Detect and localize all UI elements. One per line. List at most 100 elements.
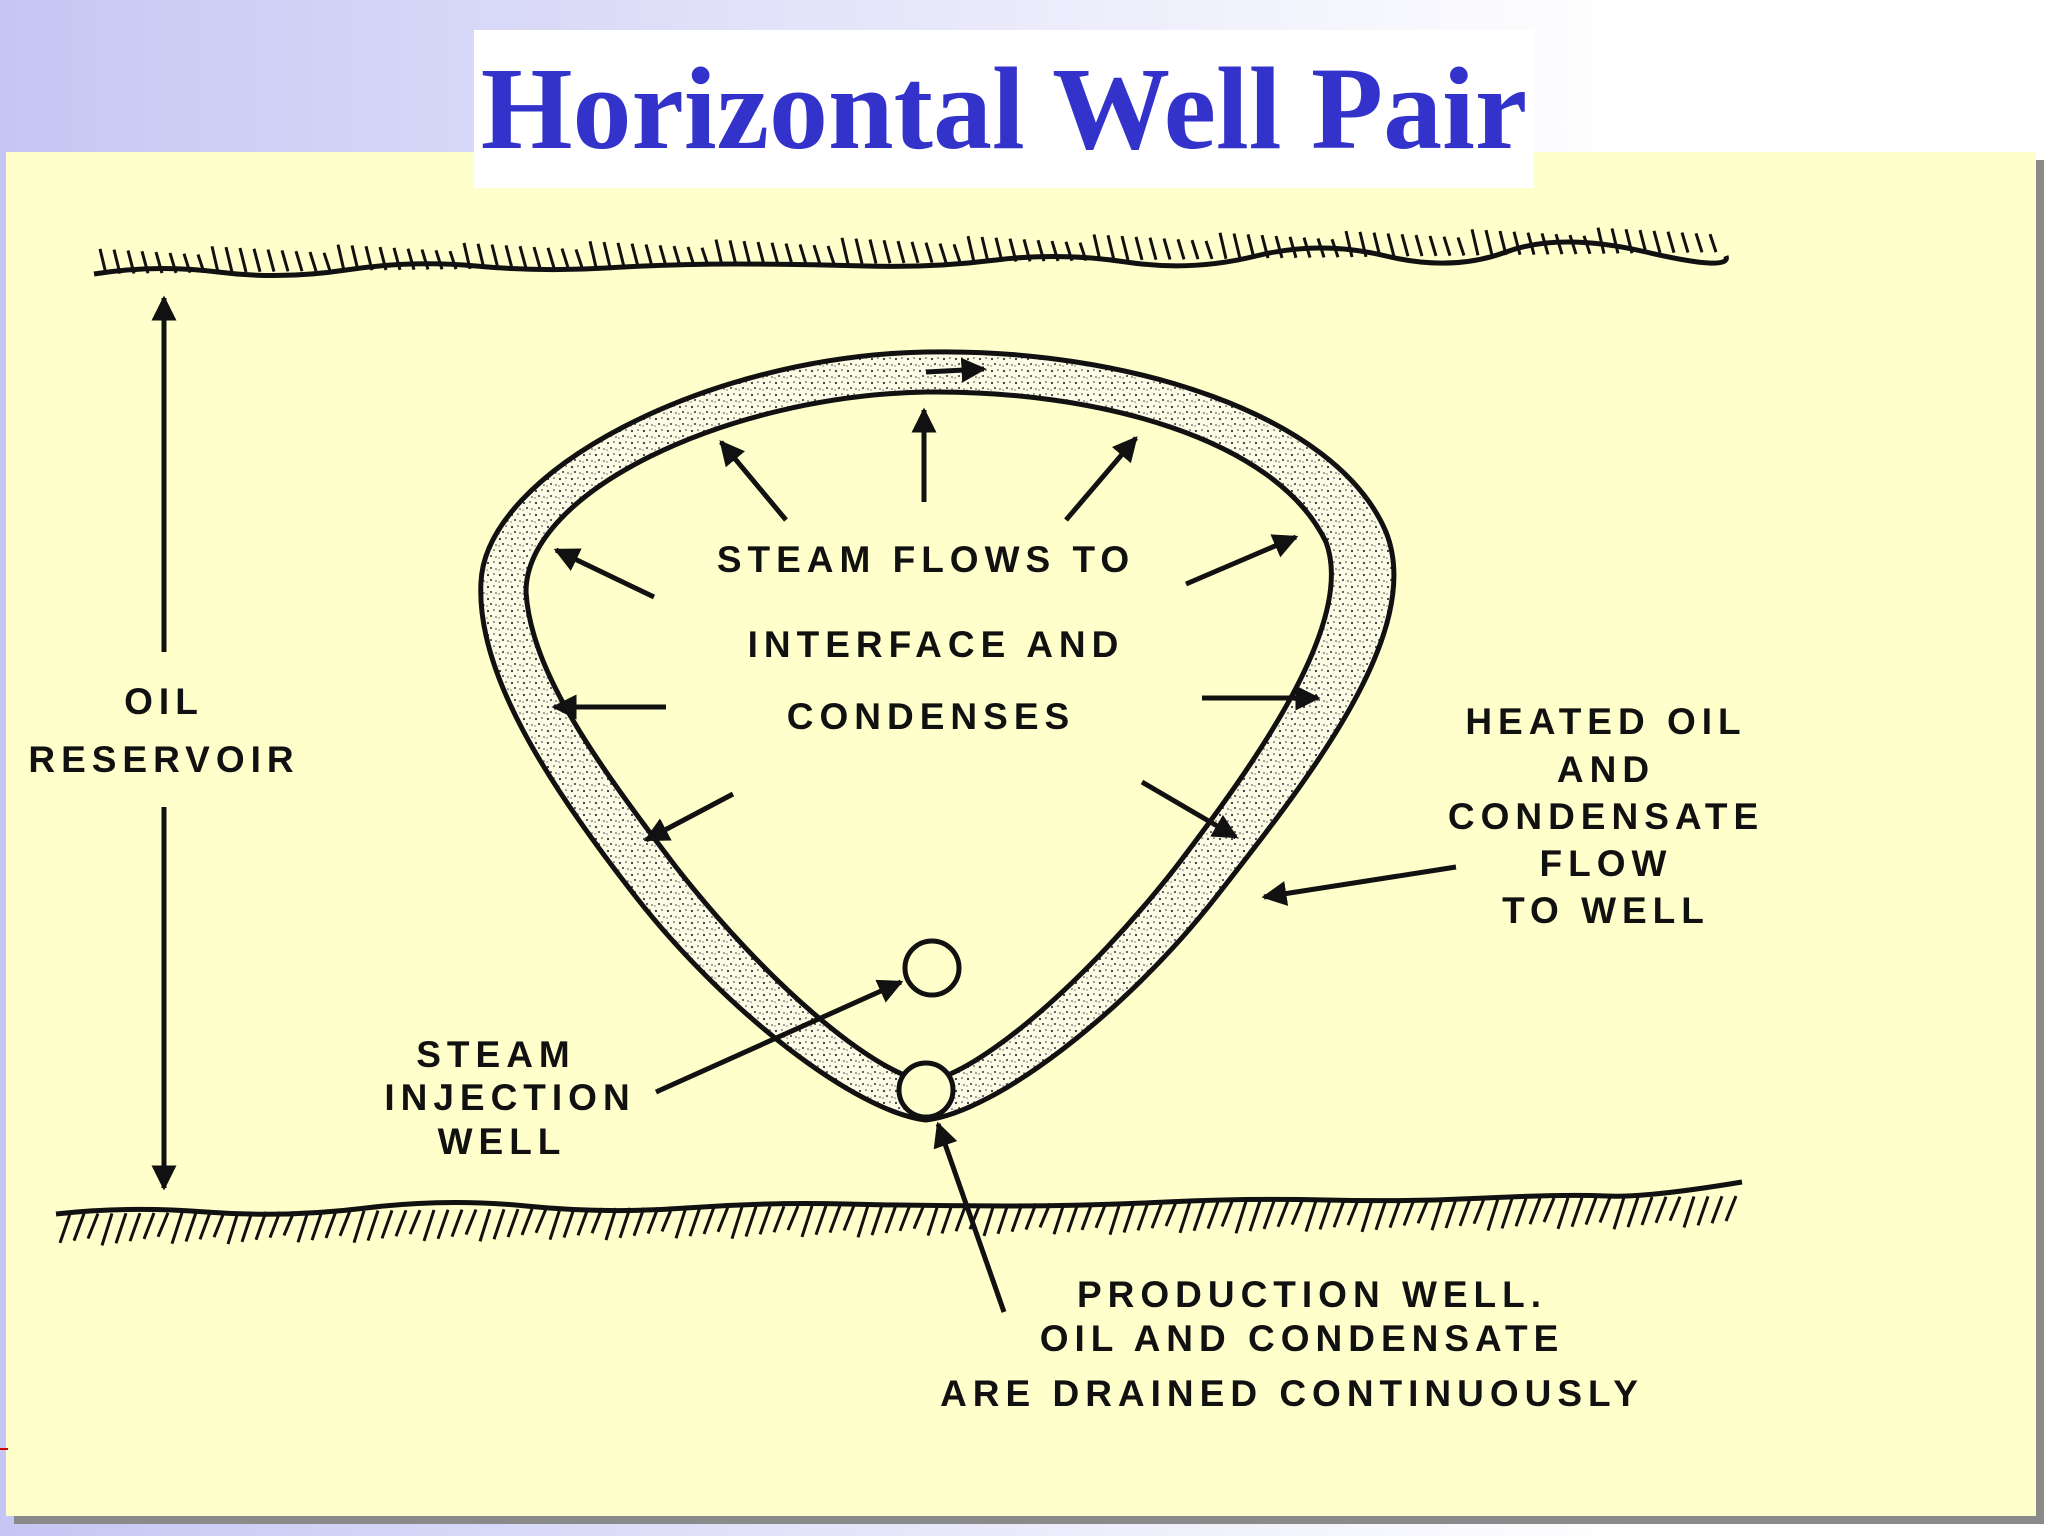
hatch-mark [744, 1206, 758, 1238]
hatch-mark [812, 244, 822, 265]
hatch-mark [994, 237, 1004, 263]
label-line: STEAM FLOWS TO [717, 539, 1135, 580]
hatch-mark [140, 250, 150, 274]
hatch-mark [1400, 233, 1410, 257]
hatch-mark [630, 243, 640, 268]
label-line: HEATED OIL [1465, 701, 1746, 742]
hatch-mark [1666, 231, 1676, 254]
hatch-mark [1022, 238, 1032, 262]
steam-injection-well-icon [902, 938, 962, 998]
hatch-mark [436, 1209, 450, 1240]
hatch-mark [742, 240, 752, 266]
hatch-mark [1232, 233, 1242, 259]
hatch-mark [1134, 236, 1144, 261]
hatch-mark [828, 1205, 842, 1234]
hatch-mark [238, 247, 248, 273]
hatch-mark [856, 1204, 870, 1238]
hatch-mark [1472, 1198, 1486, 1225]
label-line: INJECTION [384, 1077, 635, 1118]
hatch-mark [1500, 1197, 1514, 1229]
hatch-mark [170, 1212, 184, 1245]
hatch-mark [926, 1204, 940, 1237]
label-line: PRODUCTION WELL. [1077, 1274, 1547, 1315]
hatch-mark [1374, 1199, 1388, 1231]
hatch-mark [996, 1203, 1010, 1235]
hatch-mark [1010, 1203, 1024, 1233]
hatch-mark [1176, 238, 1186, 260]
hatch-mark [1164, 1201, 1178, 1227]
hatch-mark [1626, 1196, 1640, 1228]
hatch-mark [1106, 234, 1116, 261]
hatch-mark [1330, 238, 1340, 258]
hatch-mark [800, 1205, 814, 1238]
hatch-mark [588, 240, 598, 268]
hatch-mark [212, 1211, 226, 1238]
hatch-mark [1556, 1197, 1570, 1230]
hatch-mark [408, 1209, 422, 1235]
hatch-mark [492, 1208, 506, 1240]
hatch-mark [168, 252, 178, 274]
label-line: INTERFACE AND [748, 624, 1125, 665]
hatch-mark [982, 1203, 996, 1237]
hatch-mark [1290, 1200, 1304, 1226]
hatch-mark [464, 1208, 478, 1236]
hatch-mark [1638, 229, 1648, 254]
hatch-mark [1540, 232, 1550, 255]
hatch-mark [758, 1205, 772, 1235]
hatch-mark [196, 254, 206, 273]
hatch-mark [266, 249, 276, 272]
hatch-mark [1288, 236, 1298, 259]
hatch-mark [772, 1205, 786, 1233]
hatch-mark [1302, 237, 1312, 259]
hatch-mark [854, 238, 864, 264]
hatch-mark [1066, 1202, 1080, 1233]
leader-arrows [654, 864, 1457, 1313]
hatch-mark [476, 243, 486, 270]
hatch-mark [980, 236, 990, 263]
hatch-mark [1218, 232, 1228, 260]
hatch-mark [1682, 1196, 1696, 1228]
hatch-mark [1078, 242, 1088, 262]
hatch-mark [1064, 241, 1074, 262]
hatch-mark [1624, 228, 1634, 254]
steam-flow-arrows [551, 357, 1321, 843]
hatch-mark [380, 1209, 394, 1239]
hatch-mark [506, 1208, 520, 1238]
hatch-mark [1120, 235, 1130, 261]
hatch-mark [954, 1203, 968, 1232]
hatch-mark [182, 253, 192, 274]
edge-mark [0, 1448, 8, 1450]
hatch-mark [378, 246, 388, 271]
hatch-mark [1388, 1199, 1402, 1229]
hatch-mark [728, 239, 738, 266]
steam-chamber [478, 349, 1397, 1123]
hatch-mark [1568, 234, 1578, 255]
label-line: ARE DRAINED CONTINUOUSLY [940, 1373, 1644, 1414]
hatch-mark [1344, 230, 1354, 258]
hatch-mark [350, 245, 360, 271]
hatch-mark [882, 239, 892, 264]
hatch-mark [1542, 1197, 1556, 1223]
hatch-mark [646, 1207, 660, 1235]
hatch-mark [1512, 231, 1522, 256]
hatch-mark [518, 245, 528, 269]
hatch-mark [1498, 230, 1508, 256]
hatch-mark [1162, 238, 1172, 260]
hatch-mark [296, 1210, 310, 1243]
well-pair-diagram: OIL RESERVOIR STEAM FLOWS TO INTERFACE A… [28, 227, 1758, 1414]
hatch-mark [1108, 1202, 1122, 1236]
hatch-mark [1192, 1201, 1206, 1232]
hatch-mark [1456, 237, 1466, 257]
hatch-mark [1346, 1199, 1360, 1226]
hatch-mark [1260, 234, 1270, 259]
label-line: STEAM [416, 1034, 576, 1075]
hatch-mark [1080, 1202, 1094, 1231]
hatch-mark [520, 1208, 534, 1236]
title-box: Horizontal Well Pair [474, 30, 1534, 188]
hatch-mark [254, 1211, 268, 1241]
hatch-mark [672, 245, 682, 267]
label-line: OIL AND CONDENSATE [1040, 1318, 1565, 1359]
label-heated-oil: HEATED OIL AND CONDENSATE FLOW TO WELL [1448, 701, 1758, 931]
hatch-mark [1680, 232, 1690, 253]
hatch-mark [142, 1212, 156, 1240]
